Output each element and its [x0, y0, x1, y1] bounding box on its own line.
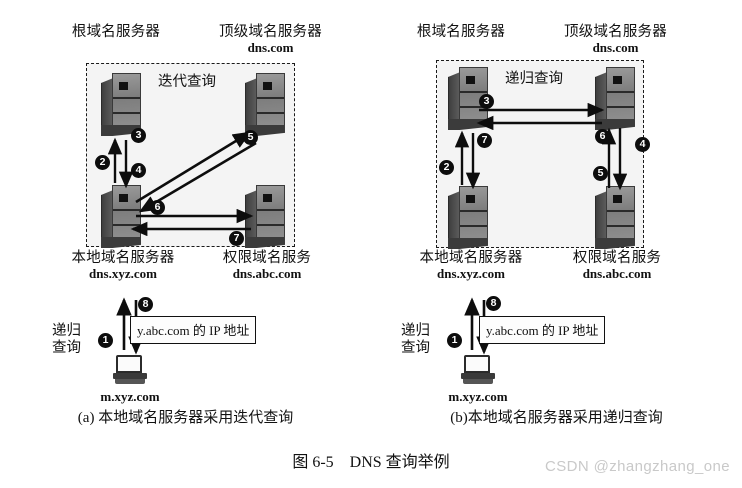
step-bullet-5-a: 5 — [243, 130, 258, 145]
root-server-icon-a — [101, 73, 141, 136]
step-bullet-5-b: 5 — [593, 166, 608, 181]
step-bullet-7-b: 7 — [477, 133, 492, 148]
step-bullet-2-b: 2 — [439, 160, 454, 175]
root-server-label-b: 根域名服务器 — [416, 24, 506, 40]
authoritative-server-label-a: 权限域名服务 — [222, 250, 312, 266]
local-server-label-b: 本地域名服务器 — [419, 250, 523, 266]
host-label-b: m.xyz.com — [448, 389, 508, 404]
local-server-icon-b — [448, 186, 488, 249]
step-bullet-3-a: 3 — [131, 128, 146, 143]
step-bullet-6-a: 6 — [150, 200, 165, 215]
panel-recursive-query: 根域名服务器 顶级域名服务器 dns.com 递归查询 — [371, 0, 742, 440]
authoritative-server-icon-b — [595, 186, 635, 249]
step-bullet-7-a: 7 — [229, 231, 244, 246]
csdn-watermark: CSDN @zhangzhang_one — [544, 458, 730, 475]
tld-server-label-b: 顶级域名服务器 — [564, 24, 667, 40]
recursive-query-label-line2-b: 查询 — [401, 340, 430, 356]
panel-iterative-query: 根域名服务器 顶级域名服务器 dns.com 迭代查询 — [0, 0, 371, 440]
host-label-a: m.xyz.com — [100, 389, 160, 404]
host-pc-icon-a — [113, 355, 147, 387]
host-pc-icon-b — [461, 355, 495, 387]
tld-server-label-a: 顶级域名服务器 — [219, 24, 322, 40]
step-bullet-2-a: 2 — [95, 155, 110, 170]
step-bullet-4-a: 4 — [131, 163, 146, 178]
step-bullet-6-b: 6 — [595, 129, 610, 144]
panel-caption-a: (a) 本地域名服务器采用迭代查询 — [77, 410, 294, 426]
local-server-domain-a: dns.xyz.com — [89, 266, 157, 281]
step-bullet-8-b: 8 — [486, 296, 501, 311]
region-title-b: 递归查询 — [505, 71, 563, 87]
authoritative-server-icon-a — [245, 185, 285, 248]
authoritative-server-domain-b: dns.abc.com — [582, 266, 652, 281]
step-bullet-3-b: 3 — [479, 94, 494, 109]
step-bullet-1-a: 1 — [98, 333, 113, 348]
step-bullet-4-b: 4 — [635, 137, 650, 152]
panel-caption-b: (b)本地域名服务器采用递归查询 — [450, 410, 663, 426]
step-bullet-1-b: 1 — [447, 333, 462, 348]
tld-server-domain-a: dns.com — [247, 40, 294, 55]
tld-server-domain-b: dns.com — [592, 40, 639, 55]
recursive-query-label-line1-a: 递归 — [52, 323, 81, 339]
root-server-label-a: 根域名服务器 — [71, 24, 161, 40]
local-server-label-a: 本地域名服务器 — [71, 250, 175, 266]
step-bullet-8-a: 8 — [138, 297, 153, 312]
figure-caption: 图 6-5 DNS 查询举例 — [292, 454, 450, 471]
tld-server-icon-b — [595, 67, 635, 130]
local-server-icon-a — [101, 185, 141, 248]
ip-address-box-a: y.abc.com 的 IP 地址 — [130, 316, 257, 344]
authoritative-server-label-b: 权限域名服务 — [572, 250, 662, 266]
tld-server-icon-a — [245, 73, 285, 136]
region-title-a: 迭代查询 — [158, 74, 216, 90]
authoritative-server-domain-a: dns.abc.com — [232, 266, 302, 281]
recursive-query-label-line1-b: 递归 — [401, 323, 430, 339]
local-server-domain-b: dns.xyz.com — [437, 266, 505, 281]
ip-address-box-b: y.abc.com 的 IP 地址 — [479, 316, 606, 344]
recursive-query-label-line2-a: 查询 — [52, 340, 81, 356]
